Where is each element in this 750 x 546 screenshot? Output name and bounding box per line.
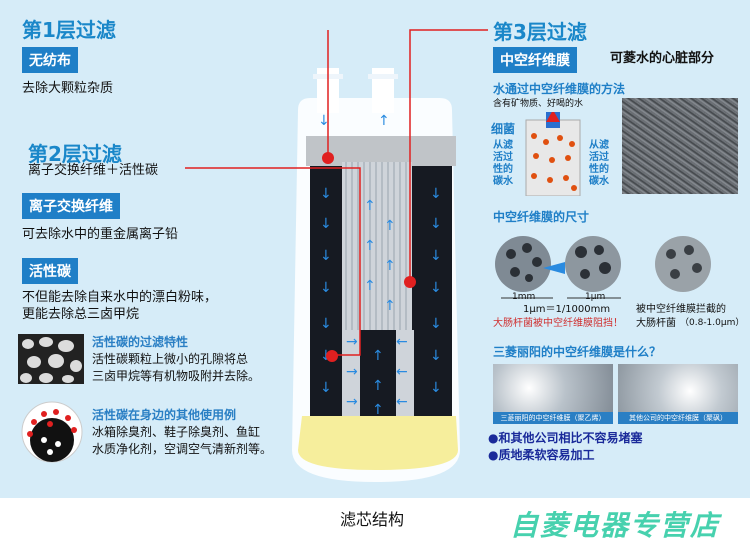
svg-text:↑: ↑ [364,278,376,294]
scale-equation: 1μm＝1/1000mm [523,304,611,315]
carbon-uses-line2: 水质净化剂，空调空气清新剂等。 [92,442,273,456]
leader-lines [185,29,488,356]
hollow-fiber-tag-suffix: 可菱水的心脏部分 [610,51,715,66]
svg-text:↓: ↓ [430,348,442,364]
hollow-fiber-cross-section [525,112,581,196]
carbon-particle-icon [21,401,83,463]
svg-text:↓: ↓ [430,216,442,232]
bacteria-label: 细菌 [491,122,516,136]
size-comparison-images [495,236,711,299]
layer2-desc: 离子交换纤维＋活性碳 [28,163,159,178]
point-2: ●质地柔软容易加工 [488,448,595,462]
left-flow-label: 从滤活过性的碳水 [493,140,513,187]
footer: 滤芯结构 自菱电器专营店 [0,498,750,546]
watermark: 自菱电器专营店 [510,509,721,542]
svg-text:↑: ↑ [378,113,390,129]
layer3-title: 第3层过滤 [493,20,587,44]
svg-text:↓: ↓ [320,348,332,364]
svg-text:←: ← [396,334,408,350]
carbon-uses-line1: 冰箱除臭剂、鞋子除臭剂、鱼缸 [92,425,261,439]
ion-exchange-desc: 可去除水中的重金属离子铅 [22,227,179,242]
carbon-uses-title: 活性碳在身边的其他使用例 [92,408,237,422]
cartridge-base [298,416,458,470]
svg-text:↑: ↑ [372,402,384,418]
svg-text:↓: ↓ [320,186,332,202]
carbon-tag: 活性碳 [22,258,78,284]
scale-1mm: 1mm [512,292,536,302]
right-flow-label: 从滤活过性的碳水 [589,140,609,187]
blocked-caption-line1: 被中空纤维膜拦截的 [636,304,726,315]
svg-text:←: ← [396,364,408,380]
carbon-pore-image [18,334,84,384]
caption: 滤芯结构 [340,510,405,529]
method-title: 水通过中空纤维膜的方法 [493,82,626,96]
carbon-feature-line1: 活性碳颗粒上微小的孔隙将总 [92,352,249,366]
svg-text:↓: ↓ [430,186,442,202]
flow-arrows: ↓ ↓ ↓ ↓ ↓ ↓ ↓ ↓ ↓ ↓ ↓ ↓ ↓ ↓ ↑ ↑ ↑ ↑ ↑ ↑ → → → ← ← ← ↑ ↑ ↑ ↓ ↑ [318,113,442,418]
method-note: 含有矿物质、好喝的水 [493,99,584,109]
blocked-note: 大肠杆菌被中空纤维膜阻挡！ [493,318,623,329]
layer2-title: 第2层过滤 [28,142,122,166]
svg-text:↓: ↓ [320,216,332,232]
filter-cartridge-illustration: ↓ ↓ ↓ ↓ ↓ ↓ ↓ ↓ ↓ ↓ ↓ ↓ ↓ ↓ ↑ ↑ ↑ ↑ ↑ ↑ → → → ← ← ← ↑ ↑ ↑ ↓ ↑ [292,68,460,482]
svg-text:↓: ↓ [320,280,332,296]
carbon-feature-title: 活性碳的过滤特性 [92,335,189,349]
svg-text:↓: ↓ [318,113,330,129]
svg-text:←: ← [396,394,408,410]
blocked-size: （0.8-1.0μm） [680,318,745,328]
fiber-micrograph [622,98,738,194]
other-fiber-photo: 其他公司的中空纤维膜（聚砜） [618,364,738,424]
svg-text:↑: ↑ [372,378,384,394]
layer1-title: 第1层过滤 [22,18,116,42]
mitsubishi-fiber-photo: 三菱丽阳的中空纤维膜（聚乙烯） [493,364,613,424]
point-1: ●和其他公司相比不容易堵塞 [488,431,643,445]
layer1-desc: 去除大颗粒杂质 [22,81,114,96]
carbon-desc-line2: 更能去除总三卤甲烷 [22,307,140,322]
scale-1um: 1μm [585,292,606,302]
svg-text:↓: ↓ [430,280,442,296]
svg-text:↓: ↓ [320,316,332,332]
svg-text:↑: ↑ [384,298,396,314]
size-title: 中空纤维膜的尺寸 [493,210,590,224]
layer1-tag: 无纺布 [22,47,78,73]
blocked-caption-line2: 大肠杆菌 [636,318,676,329]
svg-text:↓: ↓ [430,316,442,332]
svg-text:↑: ↑ [364,238,376,254]
mitsubishi-fiber-label: 三菱丽阳的中空纤维膜（聚乙烯） [493,412,613,424]
carbon-feature-line2: 三卤甲烷等有机物吸附并去除。 [92,369,261,383]
svg-text:→: → [346,394,358,410]
layer2-marker [326,350,338,362]
svg-text:↓: ↓ [430,248,442,264]
svg-text:↑: ↑ [372,348,384,364]
svg-text:↓: ↓ [320,248,332,264]
what-title: 三菱丽阳的中空纤维膜是什么？ [493,345,662,359]
svg-text:↓: ↓ [320,380,332,396]
svg-text:↑: ↑ [384,258,396,274]
svg-text:→: → [346,334,358,350]
svg-text:↑: ↑ [384,218,396,234]
ion-exchange-tag: 离子交换纤维 [22,193,120,219]
carbon-desc-line1: 不但能去除自来水中的漂白粉味， [22,290,218,305]
svg-text:↓: ↓ [430,380,442,396]
svg-text:→: → [346,364,358,380]
hollow-fiber-tag: 中空纤维膜 [493,47,577,73]
svg-text:↑: ↑ [364,198,376,214]
other-fiber-label: 其他公司的中空纤维膜（聚砜） [618,412,738,424]
